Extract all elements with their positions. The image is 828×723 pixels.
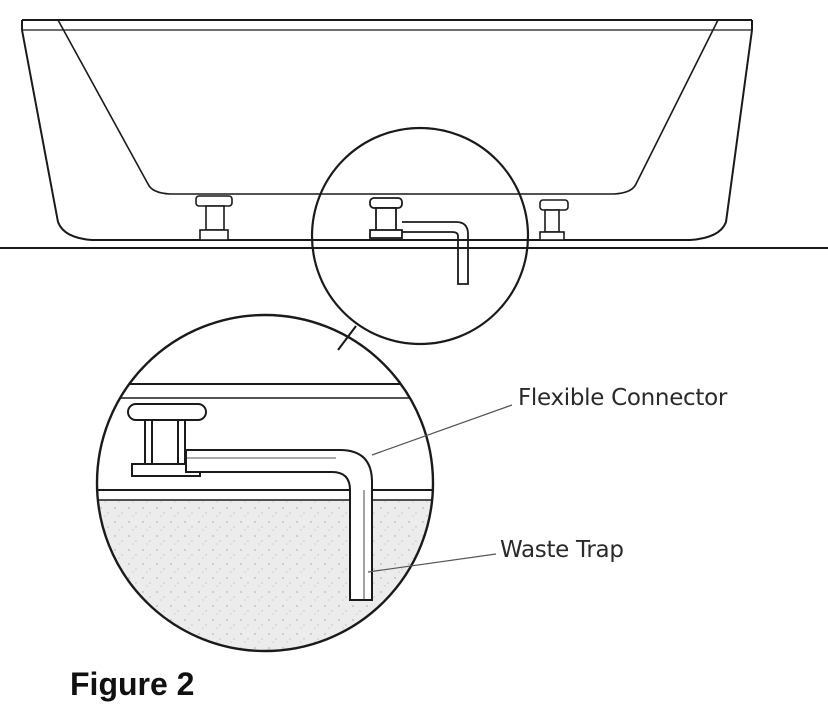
figure-caption: Figure 2 (70, 666, 195, 702)
detail-floor (97, 500, 433, 651)
bathtub (21, 19, 753, 241)
bathtub-inner-basin (57, 19, 719, 195)
flexible-connector-label: Flexible Connector (518, 385, 728, 411)
flexible-connector-pipe (185, 449, 373, 601)
bathtub-outer-shell (21, 29, 753, 241)
bathtub-foot-left (195, 195, 233, 241)
waste-trap-label: Waste Trap (500, 537, 624, 563)
magnifier-circle-small (310, 126, 530, 346)
flexible-connector-leader (371, 404, 513, 456)
magnifier-circle-large (95, 313, 435, 653)
waste-trap-leader (367, 553, 497, 573)
bathtub-foot-right (539, 199, 569, 241)
waste-fitting (127, 403, 207, 477)
detail-view (97, 383, 433, 651)
waste-assembly-small (369, 197, 469, 285)
magnifier-connector-line (337, 325, 357, 351)
